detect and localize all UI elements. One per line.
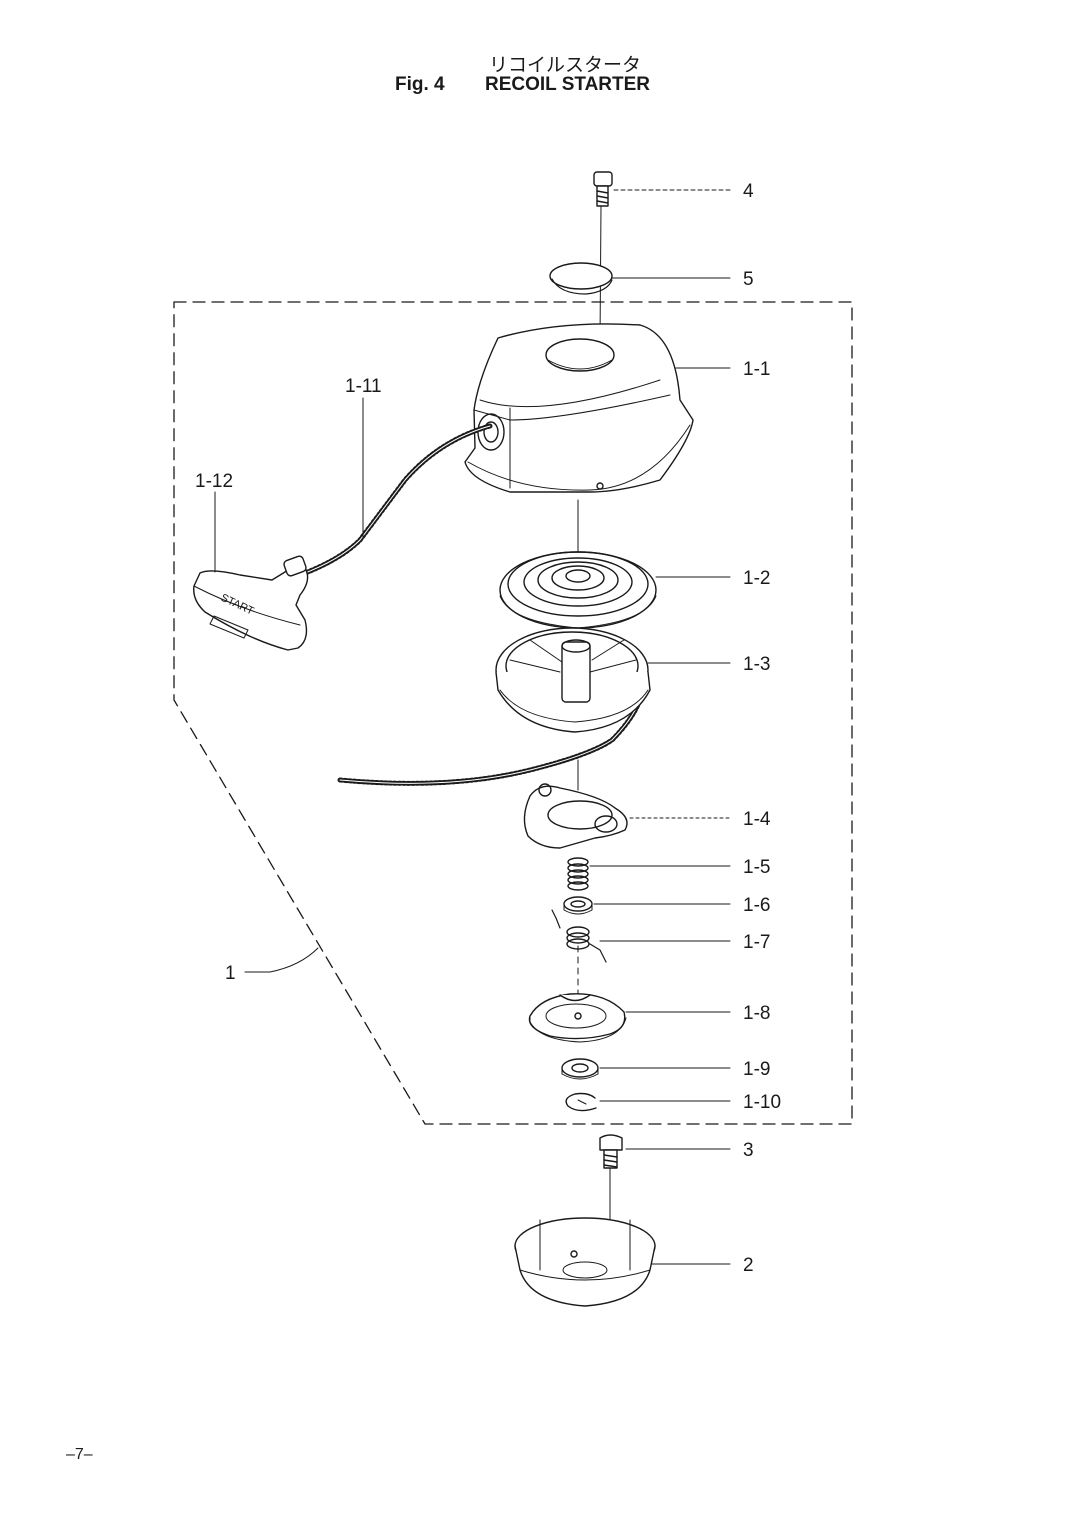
figure-title-text: RECOIL STARTER <box>485 74 651 95</box>
title-japanese: リコイルスタータ <box>488 55 641 76</box>
callout-1-6: 1-6 <box>743 895 770 916</box>
leader-lines <box>214 189 731 1265</box>
plate-part-1-8 <box>528 993 627 1043</box>
page-number: –7– <box>66 1446 93 1463</box>
reel-part-1-3 <box>495 627 651 733</box>
collar-part-1-9 <box>561 1058 599 1080</box>
spring-part-1-5 <box>567 857 589 891</box>
cap-part-5 <box>549 262 613 295</box>
spring-part-1-2 <box>499 551 657 629</box>
assembly-boundary <box>173 301 853 1125</box>
callout-1-7: 1-7 <box>743 932 770 953</box>
spring-part-1-7 <box>551 909 607 963</box>
callout-1-11: 1-11 <box>345 376 382 397</box>
e-ring-part-1-10 <box>565 1092 597 1112</box>
starter-case-part-1-1 <box>464 323 694 493</box>
ratchet-part-1-4 <box>523 783 628 849</box>
handle-part-1-12: START <box>193 555 309 651</box>
callout-1-4: 1-4 <box>743 809 771 830</box>
callout-5: 5 <box>743 269 754 290</box>
washer-part-1-6 <box>563 896 593 915</box>
callout-1-2: 1-2 <box>743 568 770 589</box>
callout-4: 4 <box>743 181 754 202</box>
rope-part-1-11 <box>297 423 643 786</box>
callout-1-3: 1-3 <box>743 654 770 675</box>
callout-1-10: 1-10 <box>743 1092 781 1113</box>
callout-1-8: 1-8 <box>743 1003 770 1024</box>
callout-1-5: 1-5 <box>743 857 770 878</box>
callout-2: 2 <box>743 1255 754 1276</box>
callout-1-12: 1-12 <box>195 471 233 492</box>
callout-1-9: 1-9 <box>743 1059 770 1080</box>
callout-1-1: 1-1 <box>743 359 770 380</box>
figure-title: Fig. 4 RECOIL STARTER <box>395 74 650 96</box>
bolt-part-4 <box>593 171 613 207</box>
figure-number: Fig. 4 <box>395 74 445 95</box>
bolt-part-3 <box>599 1134 623 1169</box>
callout-3: 3 <box>743 1140 754 1161</box>
pulley-part-2 <box>514 1217 656 1307</box>
callout-1: 1 <box>225 963 236 984</box>
